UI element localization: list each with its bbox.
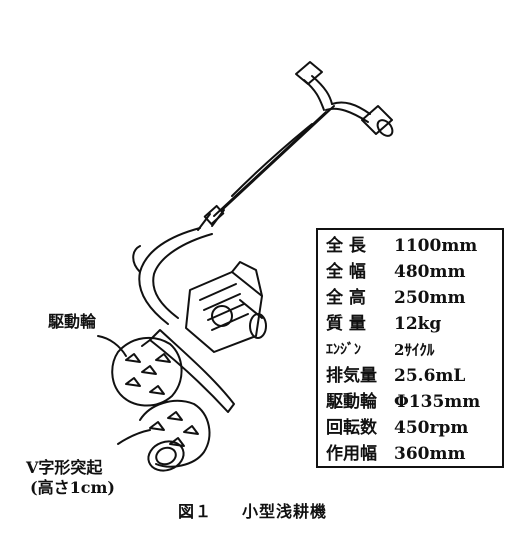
figure-number: 図１	[178, 502, 213, 521]
spec-label: 全 長	[326, 236, 366, 256]
spec-label: 回転数	[326, 418, 377, 438]
leader-line-v-protrusion	[117, 429, 151, 445]
spec-label: 作用幅	[326, 444, 377, 464]
handlebar	[303, 75, 371, 123]
handle-grip-right	[361, 105, 394, 137]
main-shaft	[197, 105, 335, 231]
spec-value: 360mm	[394, 444, 466, 464]
spec-row: 回転数 450rpm	[318, 416, 502, 440]
callout-drive-wheel: 駆動輪	[48, 312, 97, 331]
spec-row: 排気量 25.6mL	[318, 364, 502, 388]
spec-label: 全 幅	[326, 262, 366, 282]
rear-guard	[141, 329, 235, 413]
figure-title: 小型浅耕機	[242, 502, 328, 521]
figure-caption: 図１ 小型浅耕機	[178, 498, 327, 522]
spec-row: 全 高 250mm	[318, 286, 502, 310]
spec-value: 2ｻｲｸﾙ	[394, 341, 435, 359]
spec-label: 駆動輪	[326, 392, 377, 412]
spec-label: 排気量	[326, 366, 377, 386]
spec-row: 全 長 1100mm	[318, 234, 502, 258]
drive-wheel-upper	[111, 336, 183, 407]
spec-row: ｴﾝｼﾞﾝ 2ｻｲｸﾙ	[318, 338, 502, 362]
engine	[185, 261, 267, 353]
spec-value: 480mm	[394, 262, 466, 282]
spec-value: Φ135mm	[394, 392, 481, 412]
drive-wheel-lower	[139, 399, 211, 472]
callout-v-protrusion-height: (高さ1cm)	[30, 478, 115, 497]
frame-hoop	[132, 227, 213, 325]
spec-row: 駆動輪 Φ135mm	[318, 390, 502, 414]
spec-row: 質 量 12kg	[318, 312, 502, 336]
spec-value: 12kg	[394, 314, 442, 334]
leader-line-drive-wheel	[97, 335, 127, 357]
spec-label: 質 量	[326, 314, 366, 334]
spec-label: ｴﾝｼﾞﾝ	[326, 342, 361, 358]
spec-table: 全 長 1100mm 全 幅 480mm 全 高 250mm 質 量 12kg …	[316, 228, 504, 468]
spec-value: 450rpm	[394, 418, 469, 438]
spec-value: 250mm	[394, 288, 466, 308]
spec-value: 25.6mL	[394, 366, 466, 386]
callout-v-protrusion: V字形突起	[26, 458, 103, 477]
spec-label: 全 高	[326, 288, 366, 308]
spec-row: 作用幅 360mm	[318, 442, 502, 466]
spec-row: 全 幅 480mm	[318, 260, 502, 284]
spec-value: 1100mm	[394, 236, 478, 256]
